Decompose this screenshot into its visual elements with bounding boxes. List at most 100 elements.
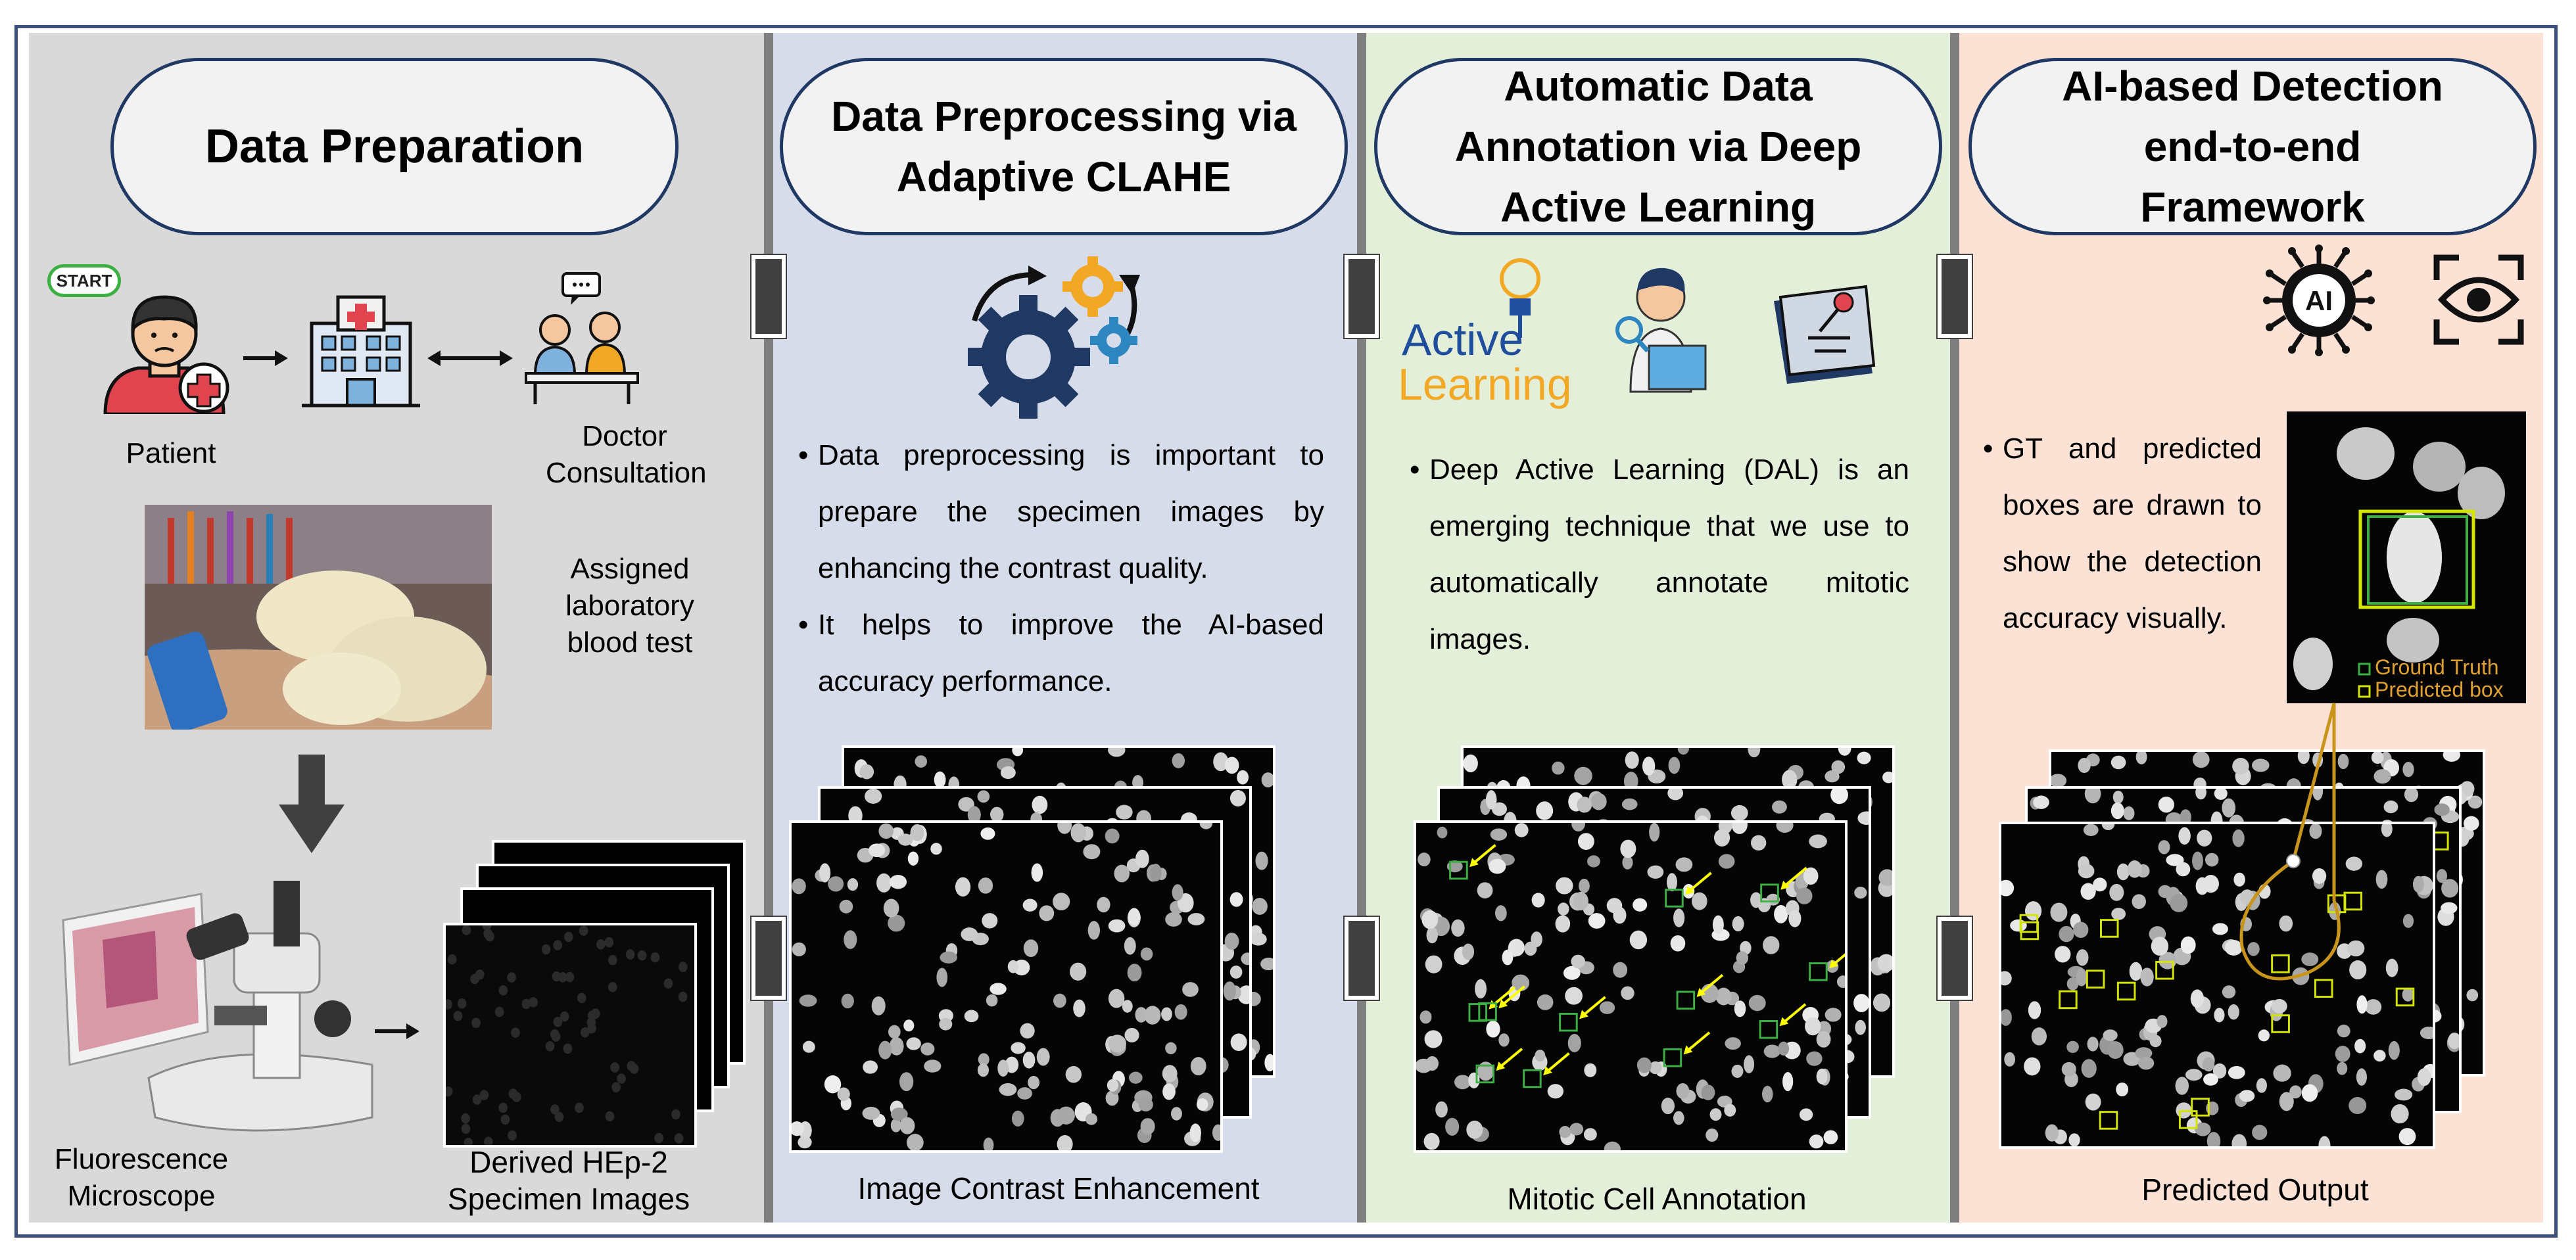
cell-nucleus — [1140, 947, 1153, 961]
cell-nucleus — [2176, 862, 2191, 877]
cell-nucleus — [1190, 1057, 1206, 1076]
cell-nucleus — [1776, 823, 1794, 833]
detection-box — [2271, 1014, 2290, 1033]
cell-nucleus — [1823, 1130, 1838, 1144]
cell-nucleus — [1477, 882, 1493, 898]
cell-nucleus — [847, 878, 859, 891]
cell-nucleus — [579, 925, 588, 936]
cell-nucleus — [2402, 987, 2414, 1002]
cell-nucleus — [1799, 1108, 1813, 1121]
blood-test-photo — [145, 505, 492, 730]
cell-nucleus — [1421, 910, 1439, 929]
panel-connector — [751, 255, 786, 338]
cell-nucleus — [2078, 757, 2091, 773]
cell-nucleus — [577, 992, 586, 1004]
cell-nucleus — [1057, 1134, 1073, 1150]
cell-nucleus — [2101, 824, 2115, 831]
cell-nucleus — [1165, 1042, 1177, 1054]
cell-nucleus — [1613, 962, 1628, 978]
panel-connector — [1345, 255, 1379, 338]
cell-nucleus — [1128, 908, 1141, 926]
cell-nucleus — [1667, 789, 1684, 801]
cell-nucleus — [1416, 1058, 1433, 1073]
cell-nucleus — [2111, 802, 2124, 820]
cell-nucleus — [550, 1029, 560, 1040]
cell-nucleus — [978, 877, 993, 894]
detection-box — [1759, 1019, 1778, 1039]
cell-nucleus — [899, 1117, 915, 1134]
cell-nucleus — [1229, 892, 1243, 907]
cell-nucleus — [1774, 904, 1788, 923]
cell-nucleus — [1073, 999, 1085, 1017]
cell-nucleus — [2373, 769, 2391, 784]
cell-nucleus — [1621, 986, 1634, 1000]
cell-nucleus — [1763, 936, 1780, 954]
cell-nucleus — [498, 1102, 508, 1113]
cell-nucleus — [1715, 987, 1732, 1006]
cell-nucleus — [1070, 823, 1086, 843]
cell-nucleus — [839, 899, 853, 914]
cell-nucleus — [1425, 955, 1443, 973]
cell-nucleus — [1677, 748, 1690, 755]
cell-nucleus — [1224, 932, 1239, 950]
cell-nucleus — [2345, 856, 2362, 871]
cell-nucleus — [2258, 1029, 2270, 1042]
cell-nucleus — [2420, 1026, 2433, 1040]
cell-nucleus — [1838, 748, 1851, 756]
cell-nucleus — [479, 1090, 489, 1100]
cell-nucleus — [1097, 897, 1110, 913]
cell-nucleus — [2158, 885, 2172, 898]
cell-nucleus — [934, 771, 946, 789]
cell-nucleus — [1535, 1049, 1546, 1062]
cell-nucleus — [2228, 1065, 2245, 1079]
cell-nucleus — [2170, 893, 2188, 912]
cell-nucleus — [2434, 803, 2450, 816]
cell-nucleus — [462, 925, 471, 935]
cell-nucleus — [2024, 1057, 2041, 1076]
annotation-arrow — [1782, 866, 1807, 889]
cell-nucleus — [563, 1043, 573, 1054]
cell-nucleus — [2024, 901, 2042, 921]
cell-nucleus — [1668, 757, 1681, 774]
cell-nucleus — [1803, 867, 1819, 885]
panel-separator — [1950, 33, 1959, 1223]
cell-nucleus — [859, 764, 874, 780]
cell-nucleus — [2279, 915, 2293, 932]
cell-nucleus — [2087, 1037, 2099, 1052]
cell-nucleus — [2180, 936, 2196, 954]
cell-nucleus — [2116, 863, 2130, 881]
cell-nucleus — [2222, 985, 2236, 998]
annotation-arrow — [1498, 1048, 1523, 1069]
cell-nucleus — [553, 940, 563, 950]
cell-nucleus — [2081, 1059, 2097, 1078]
cell-nucleus — [2066, 1040, 2079, 1054]
cell-nucleus — [2166, 854, 2184, 866]
cell-nucleus — [1135, 849, 1149, 868]
cell-nucleus — [888, 1025, 901, 1039]
cell-nucleus — [1556, 877, 1573, 895]
cell-nucleus — [1162, 1065, 1178, 1083]
cell-nucleus — [1070, 962, 1087, 981]
cell-nucleus — [2203, 1073, 2218, 1086]
cell-nucleus — [2373, 1050, 2386, 1062]
detection-box — [2271, 954, 2290, 973]
cell-nucleus — [500, 1114, 510, 1125]
annotation-arrow — [1685, 1031, 1711, 1053]
cell-nucleus — [2083, 824, 2099, 837]
panel-title-data-annotation: Automatic Data Annotation via Deep Activ… — [1374, 58, 1942, 235]
cell-nucleus — [2388, 1040, 2400, 1060]
cell-nucleus — [1606, 898, 1623, 914]
cell-nucleus — [1531, 893, 1545, 908]
cell-nucleus — [2247, 942, 2260, 956]
cell-nucleus — [1229, 789, 1246, 806]
cell-nucleus — [2448, 1032, 2459, 1050]
bullet-item: Deep Active Learning (DAL) is an emergin… — [1410, 442, 1909, 668]
cell-nucleus — [1161, 1007, 1172, 1021]
annotation-arrowhead — [1683, 1045, 1693, 1055]
cell-nucleus — [1558, 902, 1569, 916]
cell-nucleus — [2080, 883, 2096, 900]
cell-nucleus — [610, 1062, 620, 1073]
cell-nucleus — [2335, 1045, 2350, 1062]
cell-nucleus — [1573, 892, 1588, 911]
mitotic-annotation-caption: Mitotic Cell Annotation — [1507, 1182, 1807, 1216]
